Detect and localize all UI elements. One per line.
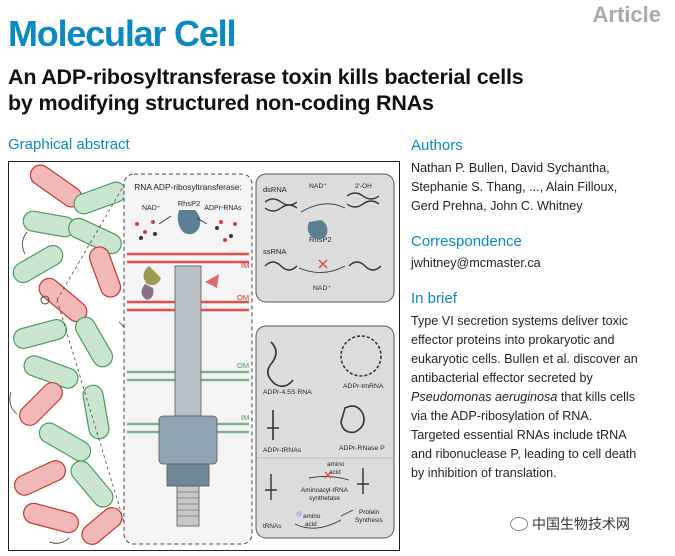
in-brief-line-8: and ribonuclease P, leading to cell deat… [411,447,637,461]
dsrna-label: dsRNA [263,185,287,194]
correspondence-email[interactable]: jwhitney@mcmaster.ca [411,254,673,273]
adpr-rnasep-label: ADPr-RNase P [339,445,385,452]
om-mid-label: OM [237,361,249,370]
top-right-panel: dsRNA NAD⁺ 2'-OH RhsP2 ssRNA NAD⁺ [255,173,395,303]
authors-line-2: Stephanie S. Thang, ..., Alain Filloux, [411,180,618,194]
email-link[interactable]: jwhitney@mcmaster.ca [411,256,541,270]
center-product-label: ADPr-RNAs [204,205,242,212]
protein-label-1: Protein [359,509,380,516]
rna-adp-title: RNA ADP-ribosyltransferase: [134,182,242,192]
center-rhsp2-label: RhsP2 [178,199,201,208]
adpr-45s-label: ADPr-4.5S RNA [263,389,312,396]
watermark-text: 中国生物技术网 [532,516,630,532]
in-brief-line-6: via the ADP-ribosylation of RNA. [411,409,593,423]
authors-line-3: Gerd Prehna, John C. Whitney [411,199,583,213]
in-brief-line-7: Targeted essential RNAs include tRNA [411,428,627,442]
top-right-nad-label: NAD⁺ [309,183,327,190]
title-line-2: by modifying structured non-coding RNAs [8,91,434,115]
amino-acid-top-1: amino [327,461,345,468]
t6ss-apparatus [158,265,218,527]
synthetase-label-2: synthetase [309,495,340,502]
amino-acid-top-2: acid [329,469,341,476]
article-type-tag: Article [592,2,661,27]
article-title: An ADP-ribosyltransferase toxin kills ba… [8,64,668,116]
protein-label-2: Synthesis [355,517,383,524]
bacterial-cells [9,164,130,545]
graphical-abstract-figure: RNA ADP-ribosyltransferase: NAD⁺ RhsP2 A… [8,161,400,551]
inner-membrane-top [127,252,249,264]
wechat-icon [510,517,528,531]
in-brief-line-2: effector proteins into prokaryotic and [411,333,615,347]
in-brief-species: Pseudomonas aeruginosa [411,390,558,404]
title-line-1: An ADP-ribosyltransferase toxin kills ba… [8,65,524,89]
amino-acid-bottom-2: acid [305,521,317,528]
oh-label: 2'-OH [355,183,372,190]
trnas-label: tRNAs [263,523,281,530]
im-label: IM [241,261,249,270]
in-brief-line-4: antibacterial effector secreted by [411,371,593,385]
center-nad-label: NAD⁺ [142,205,161,212]
in-brief-text: Type VI secretion systems deliver toxic … [411,312,673,483]
synthetase-label-1: Aminoacyl-tRNA [301,487,349,494]
authors-heading: Authors [411,137,463,154]
graphical-abstract-illustration: RNA ADP-ribosyltransferase: NAD⁺ RhsP2 A… [9,164,395,545]
adpr-trnas-label: ADPr-tRNAs [263,447,302,454]
bottom-right-panel: ADPr-4.5S RNA ADPr-tmRNA ADPr-tRNAs ADPr… [255,325,395,539]
in-brief-line-9: by inhibition of translation. [411,466,557,480]
in-brief-line-5-rest: that kills cells [557,390,636,404]
authors-list: Nathan P. Bullen, David Sychantha, Steph… [411,159,673,216]
authors-line-1: Nathan P. Bullen, David Sychantha, [411,161,610,175]
adpr-tmrna-label: ADPr-tmRNA [343,383,384,390]
in-brief-heading: In brief [411,290,457,307]
journal-name: Molecular Cell [8,13,236,54]
top-right-rhsp2-label: RhsP2 [309,235,332,244]
im-bottom-label: IM [241,413,249,422]
ssrna-label: ssRNA [263,247,286,256]
graphical-abstract-heading: Graphical abstract [8,136,130,153]
om-top-label: OM [237,293,249,302]
correspondence-heading: Correspondence [411,233,522,250]
watermark: 中国生物技术网 [510,514,630,534]
amino-acid-bottom-1: amino [303,513,321,520]
in-brief-line-1: Type VI secretion systems deliver toxic [411,314,628,328]
top-right-nad-bottom-label: NAD⁺ [313,285,331,292]
in-brief-line-3: eukaryotic cells. Bullen et al. discover… [411,352,638,366]
center-panel: RNA ADP-ribosyltransferase: NAD⁺ RhsP2 A… [123,173,253,545]
